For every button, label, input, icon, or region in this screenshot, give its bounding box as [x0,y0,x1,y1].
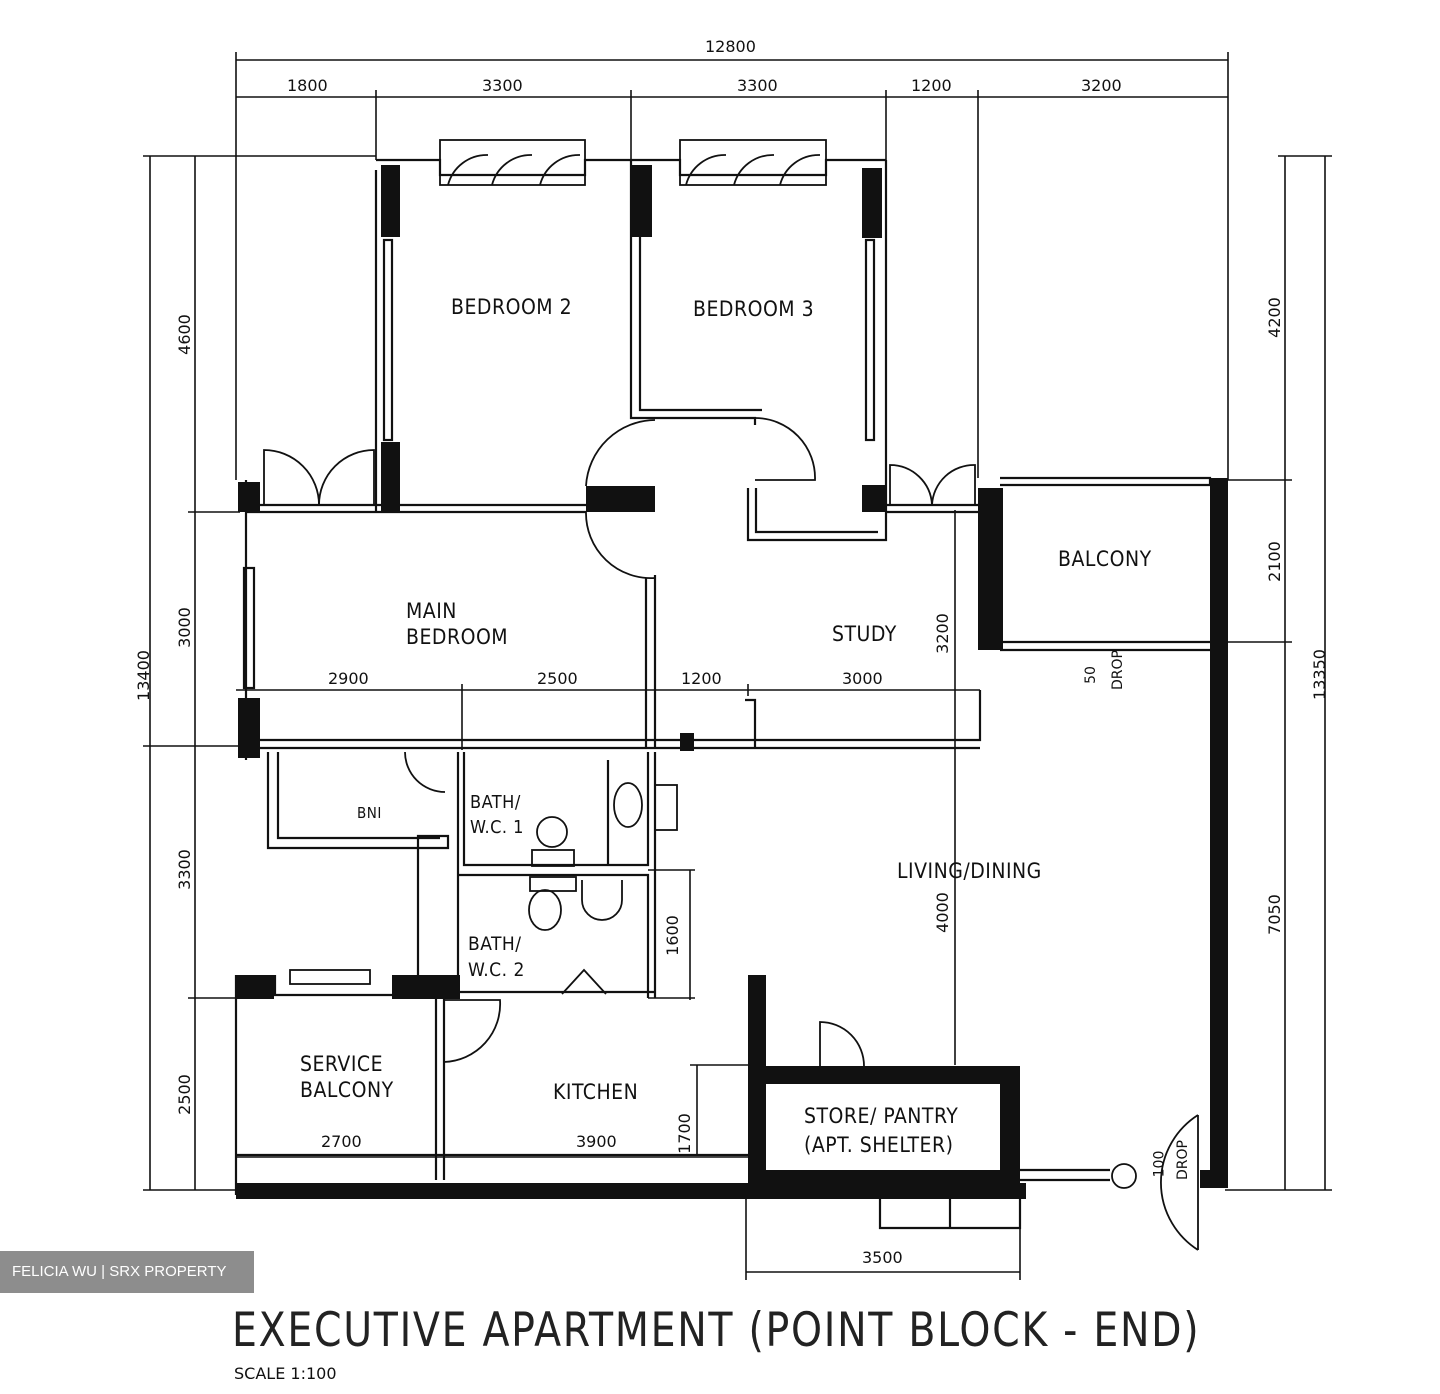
dim-right-overall: 13350 [1309,649,1329,700]
dim-bath2-height: 1600 [662,915,682,956]
dim-left-seg3: 3300 [174,849,194,890]
room-label-store-2: (APT. SHELTER) [804,1133,954,1157]
dim-right-seg3: 7050 [1264,894,1284,935]
dim-ticks-top [235,52,1229,480]
sanitary-fixtures [289,782,678,985]
drop-balcony-value: 50 [1082,666,1099,684]
dim-service-balcony-w: 2700 [321,1132,362,1151]
dim-study-w2: 3000 [842,669,883,688]
room-label-kitchen: KITCHEN [553,1080,639,1104]
room-label-main-bedroom-2: BEDROOM [406,625,509,649]
plan-title: EXECUTIVE APARTMENT (POINT BLOCK - END) [232,1303,1201,1358]
room-label-wardrobe: BNI [357,804,382,822]
walls-solid [236,165,1228,1199]
drop-balcony-label: DROP [1109,650,1126,690]
room-label-store-1: STORE/ PANTRY [804,1104,959,1128]
plan-scale: SCALE 1:100 [234,1364,337,1383]
dim-left-seg1: 4600 [174,314,194,355]
room-label-bath-1-a: BATH/ [470,792,521,813]
dim-ticks-right [1220,155,1332,1191]
dim-right-seg2: 2100 [1264,541,1284,582]
dim-kitchen-w: 3900 [576,1132,617,1151]
dim-study-height: 3200 [932,613,952,654]
room-label-bedroom-3: BEDROOM 3 [693,297,815,321]
drop-entrance-value: 100 [1151,1150,1168,1178]
dim-main-bedroom-w1: 2900 [328,669,369,688]
watermark-badge: FELICIA WU | SRX PROPERTY [0,1251,254,1293]
room-label-balcony: BALCONY [1058,547,1152,571]
dim-ticks-left [143,155,376,1191]
room-label-bath-2-b: W.C. 2 [468,959,525,981]
dim-top-seg1: 1800 [287,76,328,95]
room-label-bedroom-2: BEDROOM 2 [451,295,573,319]
room-label-bath-2-a: BATH/ [468,933,522,955]
doors [263,139,1199,1251]
dim-study-w1: 1200 [681,669,722,688]
dim-left-seg4: 2500 [174,1074,194,1115]
dim-top-seg5: 3200 [1081,76,1122,95]
dim-main-bedroom-w2: 2500 [537,669,578,688]
room-label-living-dining: LIVING/DINING [897,859,1042,883]
dim-left-seg2: 3000 [174,607,194,648]
dim-top-seg4: 1200 [911,76,952,95]
dim-right-seg1: 4200 [1264,297,1284,338]
dim-kitchen-height: 1700 [674,1113,694,1154]
dim-living-height: 4000 [932,892,952,933]
room-label-service-balcony-2: BALCONY [300,1078,394,1102]
dim-top-overall: 12800 [705,37,756,56]
room-label-bath-1-b: W.C. 1 [470,817,524,838]
dim-bottom: 3500 [862,1248,903,1267]
dim-top-seg3: 3300 [737,76,778,95]
room-label-study: STUDY [832,622,897,646]
room-label-main-bedroom-1: MAIN [406,599,457,623]
dim-left-overall: 13400 [133,650,153,701]
drop-entrance-label: DROP [1174,1140,1191,1180]
dim-top-seg2: 3300 [482,76,523,95]
walls-thin [234,158,1212,1230]
room-label-service-balcony-1: SERVICE [300,1052,384,1076]
